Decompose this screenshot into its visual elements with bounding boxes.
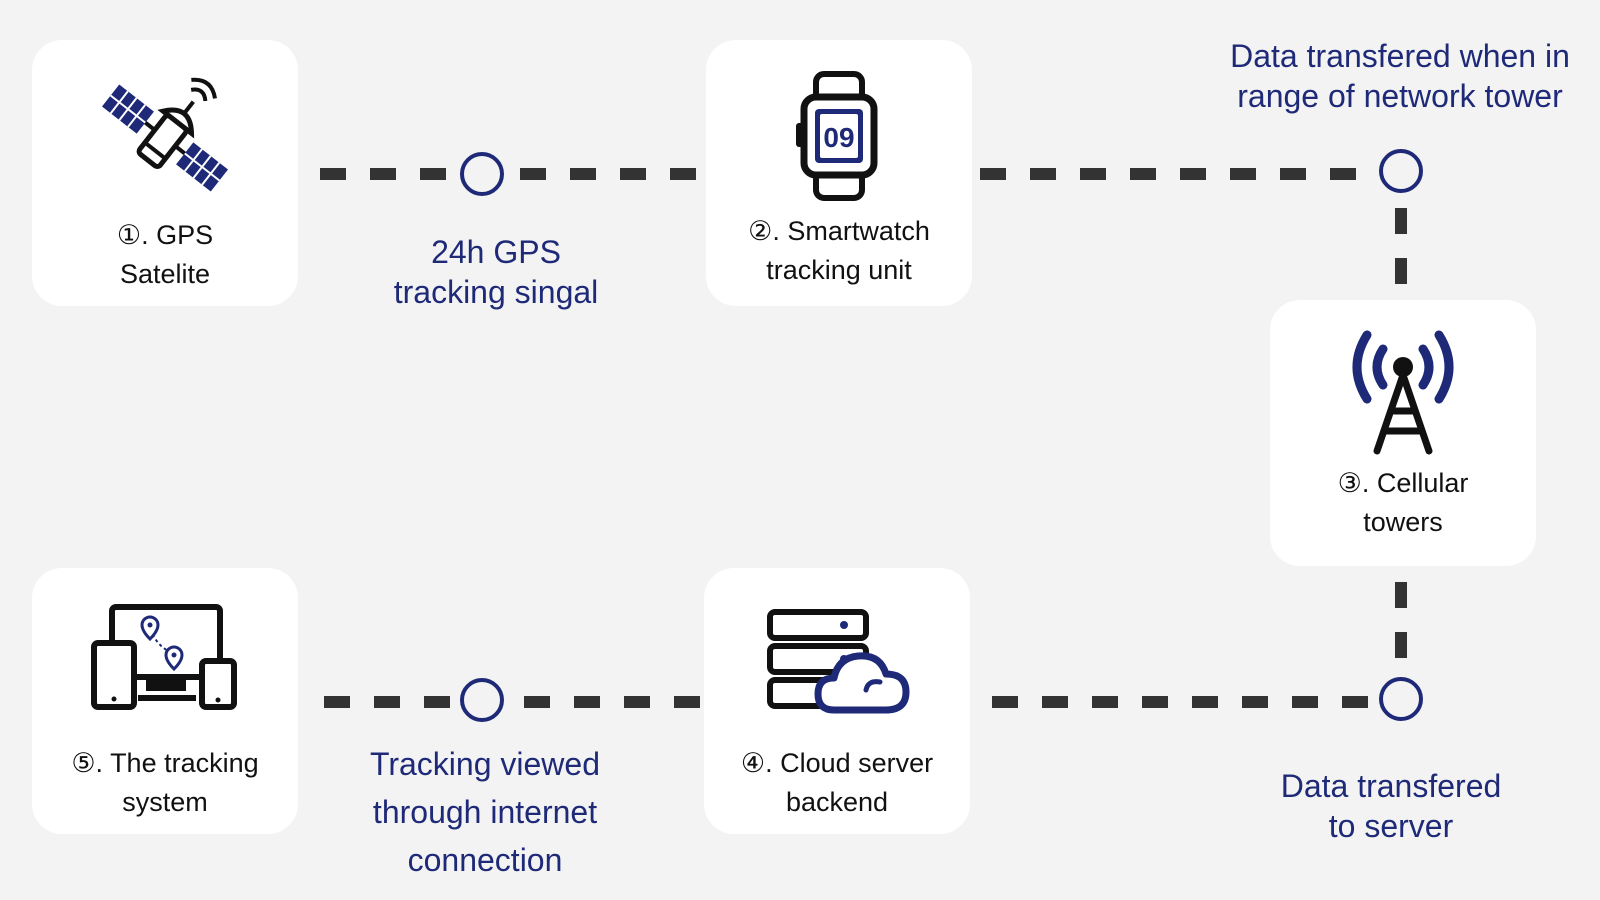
cloud-server-icon	[704, 590, 970, 730]
card-gps-satellite: ①. GPS Satelite	[32, 40, 298, 306]
junction-to-server	[1379, 677, 1423, 721]
card-tracking-system: ⑤. The tracking system	[32, 568, 298, 834]
label-smartwatch: ②. Smartwatch tracking unit	[748, 216, 930, 285]
label-gps-satellite: ①. GPS Satelite	[116, 220, 214, 289]
smartwatch-icon: 09	[706, 66, 972, 206]
junction-network-range	[1379, 149, 1423, 193]
junction-viewed-online	[460, 678, 504, 722]
card-cloud-server: ④. Cloud server backend	[704, 568, 970, 834]
card-cellular-towers: ③. Cellular towers	[1270, 300, 1536, 566]
satellite-icon	[32, 68, 298, 208]
label-tracking-system: ⑤. The tracking system	[71, 748, 259, 817]
cell-tower-icon	[1270, 322, 1536, 462]
devices-icon	[32, 588, 298, 728]
caption-viewed-online: Tracking viewed through internet connect…	[369, 746, 600, 878]
watch-display: 09	[823, 122, 854, 153]
caption-gps-signal: 24h GPS tracking singal	[393, 234, 599, 310]
label-cellular-towers: ③. Cellular towers	[1337, 468, 1469, 537]
junction-gps-signal	[460, 152, 504, 196]
card-smartwatch: 09 ②. Smartwatch tracking unit	[706, 40, 972, 306]
caption-network-range: Data transfered when in range of network…	[1230, 38, 1570, 114]
label-cloud-server: ④. Cloud server backend	[740, 748, 934, 817]
caption-to-server: Data transfered to server	[1280, 768, 1502, 844]
